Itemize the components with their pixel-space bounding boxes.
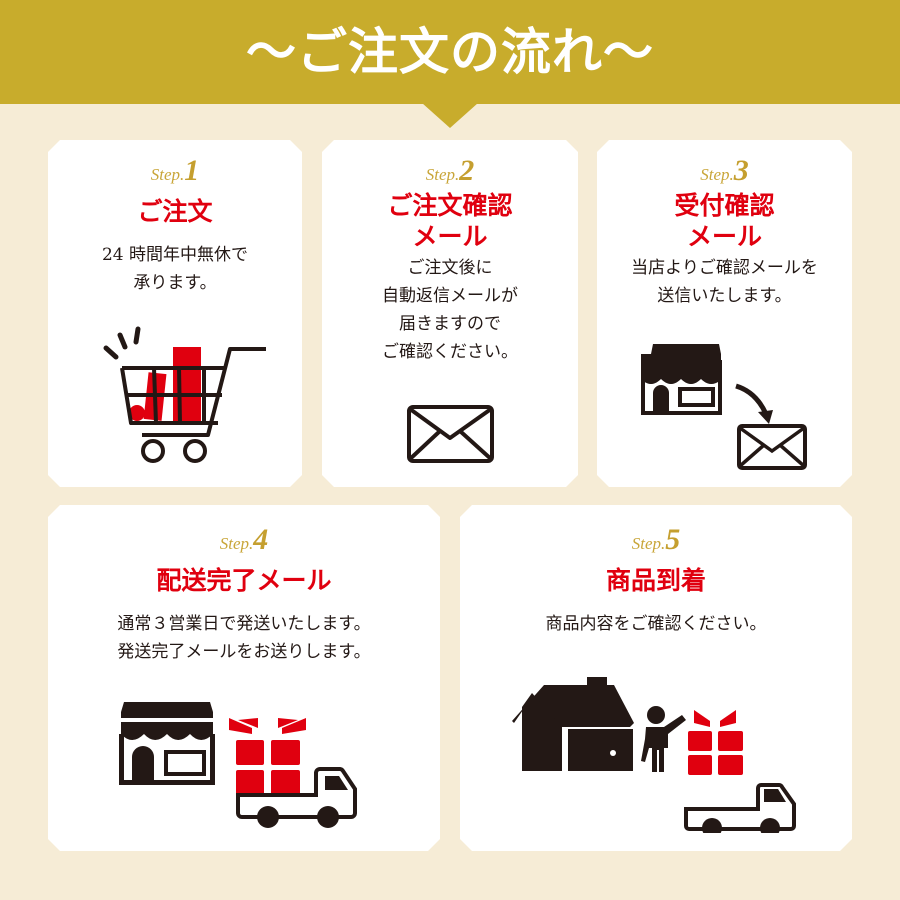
step-label: Step.1 [150,154,200,187]
store-gift-truck-icon [118,700,358,830]
store-icon [119,702,215,785]
step-heading: 配送完了メール [156,566,332,595]
house-person-gift-truck-icon [512,673,802,833]
step-description: ご注文後に自動返信メールが 届きますのでご確認ください。 [382,258,518,362]
truck-icon [686,785,794,833]
page-title: 〜ご注文の流れ〜 [246,24,654,80]
step-description: 24 時間年中無休で承ります。 [101,245,249,293]
step-card-2: Step.2 ご注文確認メール ご注文後に自動返信メールが 届きますのでご確認く… [322,140,578,487]
step-heading: 受付確認メール [674,191,775,251]
store-to-mail-icon [639,342,809,472]
shopping-cart-icon [98,325,268,470]
step-card-5: Step.5 商品到着 商品内容をご確認ください。 [460,505,852,851]
person-icon [641,706,686,772]
step-description: 当店よりご確認メールを送信いたします。 [631,258,818,306]
gift-icon [229,718,306,795]
step-description: 商品内容をご確認ください。 [545,614,767,634]
step-label: Step.2 [425,154,475,187]
envelope-icon [406,404,496,464]
header-arrow [422,103,478,128]
step-label: Step.5 [631,523,681,556]
house-icon [512,677,634,771]
envelope-icon [739,426,805,468]
step-description: 通常３営業日で発送いたします。発送完了メールをお送りします。 [117,614,371,662]
step-card-3: Step.3 受付確認メール 当店よりご確認メールを送信いたします。 [597,140,852,487]
header-banner: 〜ご注文の流れ〜 [0,0,900,104]
step-heading: ご注文 [137,197,213,226]
step-heading: 商品到着 [605,566,706,595]
store-icon [641,344,722,415]
step-heading: ご注文確認メール [387,191,513,251]
gift-icon [688,710,743,775]
step-card-1: Step.1 ご注文 24 時間年中無休で承ります。 [48,140,302,487]
step-card-4: Step.4 配送完了メール 通常３営業日で発送いたします。発送完了メールをお送… [48,505,440,851]
step-label: Step.4 [219,523,269,556]
truck-icon [238,769,355,828]
step-label: Step.3 [700,154,749,187]
